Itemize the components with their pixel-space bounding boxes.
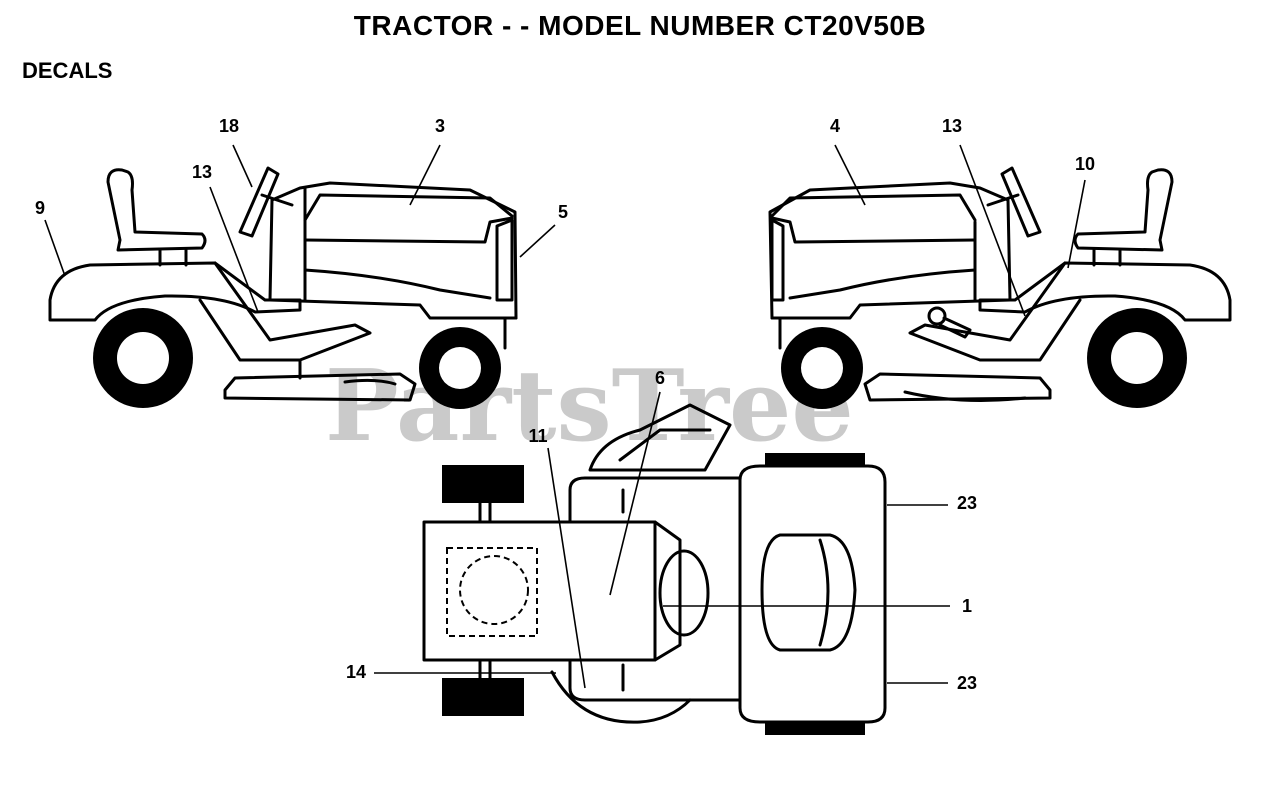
section-heading: DECALS <box>22 58 113 83</box>
callout-1: 1 <box>962 596 972 616</box>
callout-10: 10 <box>1075 154 1095 174</box>
tractor-left-side-view <box>48 166 518 409</box>
callout-11: 11 <box>528 426 547 446</box>
callout-9: 9 <box>35 198 45 218</box>
tractor-right-side-view <box>768 166 1232 409</box>
callout-18: 18 <box>219 116 239 136</box>
watermark: PartsTree <box>325 349 854 464</box>
tractor-top-view <box>422 403 887 735</box>
page-title: TRACTOR - - MODEL NUMBER CT20V50B <box>353 10 927 41</box>
callout-14: 14 <box>346 662 366 682</box>
callout-13-left: 13 <box>192 162 212 182</box>
callout-6: 6 <box>655 368 665 388</box>
leader-lines <box>44 144 1086 689</box>
callout-23-bottom: 23 <box>957 673 977 693</box>
callout-3: 3 <box>435 116 445 136</box>
callout-5: 5 <box>558 202 568 222</box>
callout-23-top: 23 <box>957 493 977 513</box>
callout-4: 4 <box>830 116 840 136</box>
callout-13-right: 13 <box>942 116 962 136</box>
